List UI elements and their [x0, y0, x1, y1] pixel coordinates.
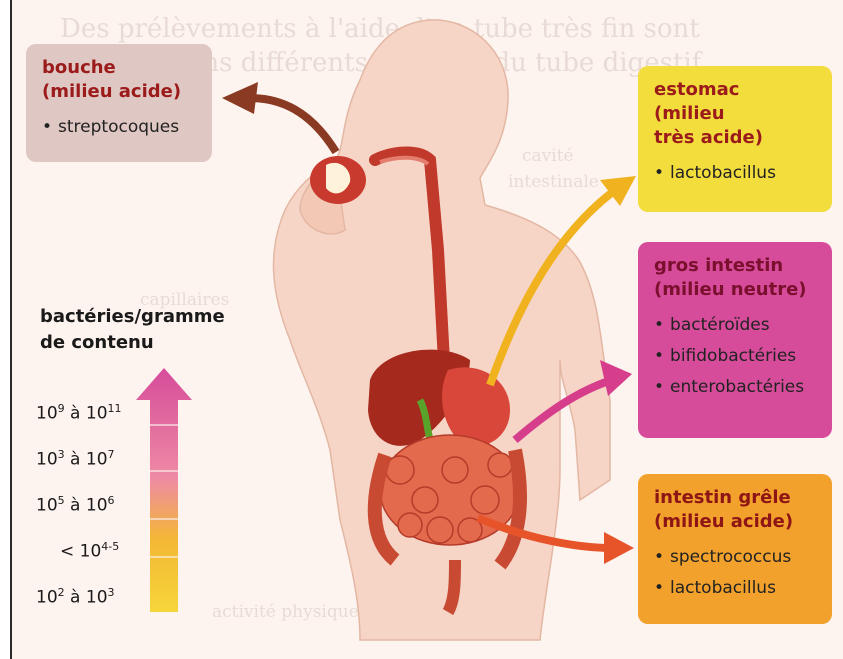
colon-bacteria-list: bactéroïdes bifidobactéries enterobactér… [654, 310, 816, 403]
stomach-info-box: estomac (milieu très acide) lactobacillu… [638, 66, 832, 212]
small-intestine-title: intestin grêle (milieu acide) [654, 486, 816, 534]
scale-title: bactéries/gramme de contenu [40, 304, 225, 356]
list-item: enterobactéries [654, 372, 816, 403]
list-item: lactobacillus [654, 573, 816, 604]
mouth-bacteria-list: streptocoques [42, 112, 196, 143]
scale-level-2: 103 à 107 [36, 448, 115, 470]
list-item: spectrococcus [654, 542, 816, 573]
list-item: streptocoques [42, 112, 196, 143]
list-item: bifidobactéries [654, 341, 816, 372]
scale-level-4: < 104-5 [60, 540, 119, 562]
bacteria-scale-arrow [136, 368, 192, 612]
stomach-bacteria-list: lactobacillus [654, 158, 816, 189]
mouth-info-box: bouche (milieu acide) streptocoques [26, 44, 212, 162]
arrow-to-mouth [222, 82, 336, 152]
small-intestine-info-box: intestin grêle (milieu acide) spectrococ… [638, 474, 832, 624]
colon-info-box: gros intestin (milieu neutre) bactéroïde… [638, 242, 832, 438]
stomach-title: estomac (milieu très acide) [654, 78, 816, 150]
mouth-title: bouche (milieu acide) [42, 56, 196, 104]
list-item: lactobacillus [654, 158, 816, 189]
scale-level-5: 102 à 103 [36, 586, 115, 608]
small-intestine-bacteria-list: spectrococcus lactobacillus [654, 542, 816, 604]
scale-level-3: 105 à 106 [36, 494, 115, 516]
apple-icon [310, 156, 366, 204]
scale-level-1: 109 à 1011 [36, 402, 122, 424]
colon-title: gros intestin (milieu neutre) [654, 254, 816, 302]
list-item: bactéroïdes [654, 310, 816, 341]
